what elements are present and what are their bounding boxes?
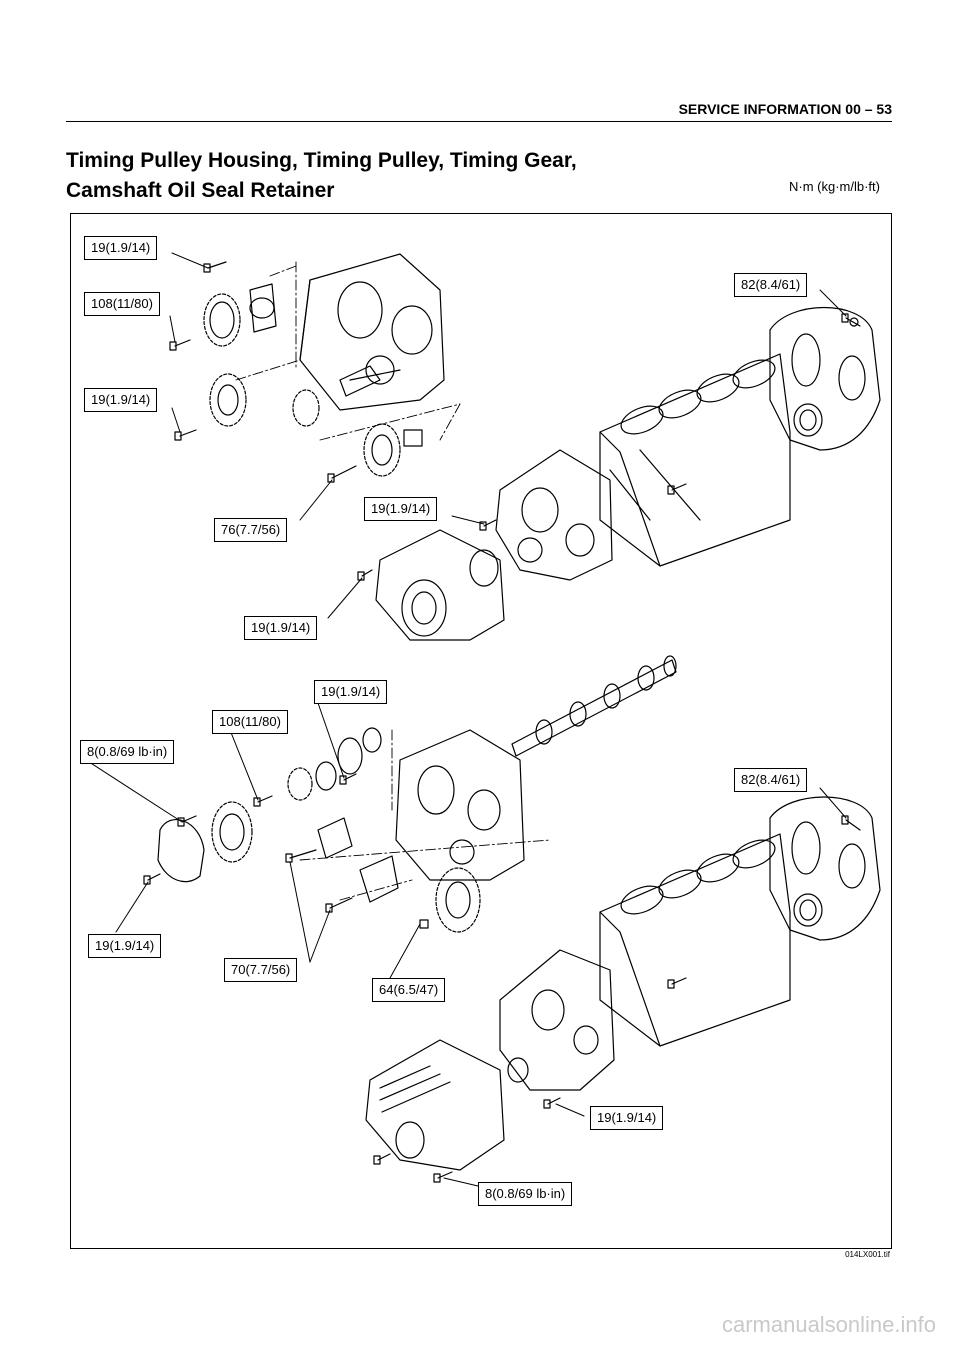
front-covers-lower — [365, 949, 615, 1171]
torque-label: 19(1.9/14) — [88, 934, 162, 958]
camshaft — [511, 655, 677, 757]
torque-label: 82(8.4/61) — [734, 273, 808, 297]
torque-label: 8(0.8/69 lb·in) — [80, 740, 175, 764]
torque-label: 82(8.4/61) — [734, 768, 808, 792]
bolts-lower — [143, 773, 861, 1183]
torque-label: 8(0.8/69 lb·in) — [478, 1182, 573, 1206]
title-line-2: Camshaft Oil Seal Retainer — [66, 179, 335, 202]
alignment-lines-lower — [299, 729, 551, 901]
engine-block-upper — [599, 353, 791, 567]
gears-upper — [203, 283, 423, 477]
torque-label: 76(7.7/56) — [214, 518, 288, 542]
page-title: Timing Pulley Housing, Timing Pulley, Ti… — [66, 146, 577, 206]
timing-housing-lower — [395, 729, 525, 881]
torque-label: 19(1.9/14) — [84, 388, 158, 412]
upper-leaders — [169, 252, 847, 619]
gears-lower — [157, 727, 481, 933]
diagram-frame — [70, 213, 892, 1249]
bolts-upper — [169, 261, 861, 581]
torque-label: 19(1.9/14) — [84, 236, 158, 260]
torque-label: 19(1.9/14) — [314, 680, 388, 704]
torque-units: N·m (kg·m/lb·ft) — [789, 179, 880, 194]
alignment-lines-upper — [235, 261, 461, 441]
rear-plate-lower — [769, 796, 881, 941]
torque-label: 108(11/80) — [84, 292, 160, 316]
torque-label: 19(1.9/14) — [244, 616, 318, 640]
front-cover-upper — [375, 449, 613, 641]
torque-label: 19(1.9/14) — [590, 1106, 664, 1130]
lower-leaders — [85, 702, 847, 1187]
header-rule — [66, 121, 892, 122]
engine-block-lower — [599, 833, 791, 1047]
torque-label: 19(1.9/14) — [364, 497, 438, 521]
title-line-1: Timing Pulley Housing, Timing Pulley, Ti… — [66, 149, 577, 172]
torque-label: 108(11/80) — [212, 710, 288, 734]
rear-plate-upper — [769, 306, 881, 451]
torque-label: 64(6.5/47) — [372, 978, 446, 1002]
figure-reference: 014LX001.tif — [845, 1250, 890, 1259]
watermark: carmanualsonline.info — [721, 1312, 936, 1337]
timing-housing-upper — [299, 253, 445, 411]
page-header: SERVICE INFORMATION 00 – 53 — [678, 101, 892, 117]
torque-label: 70(7.7/56) — [224, 958, 298, 982]
